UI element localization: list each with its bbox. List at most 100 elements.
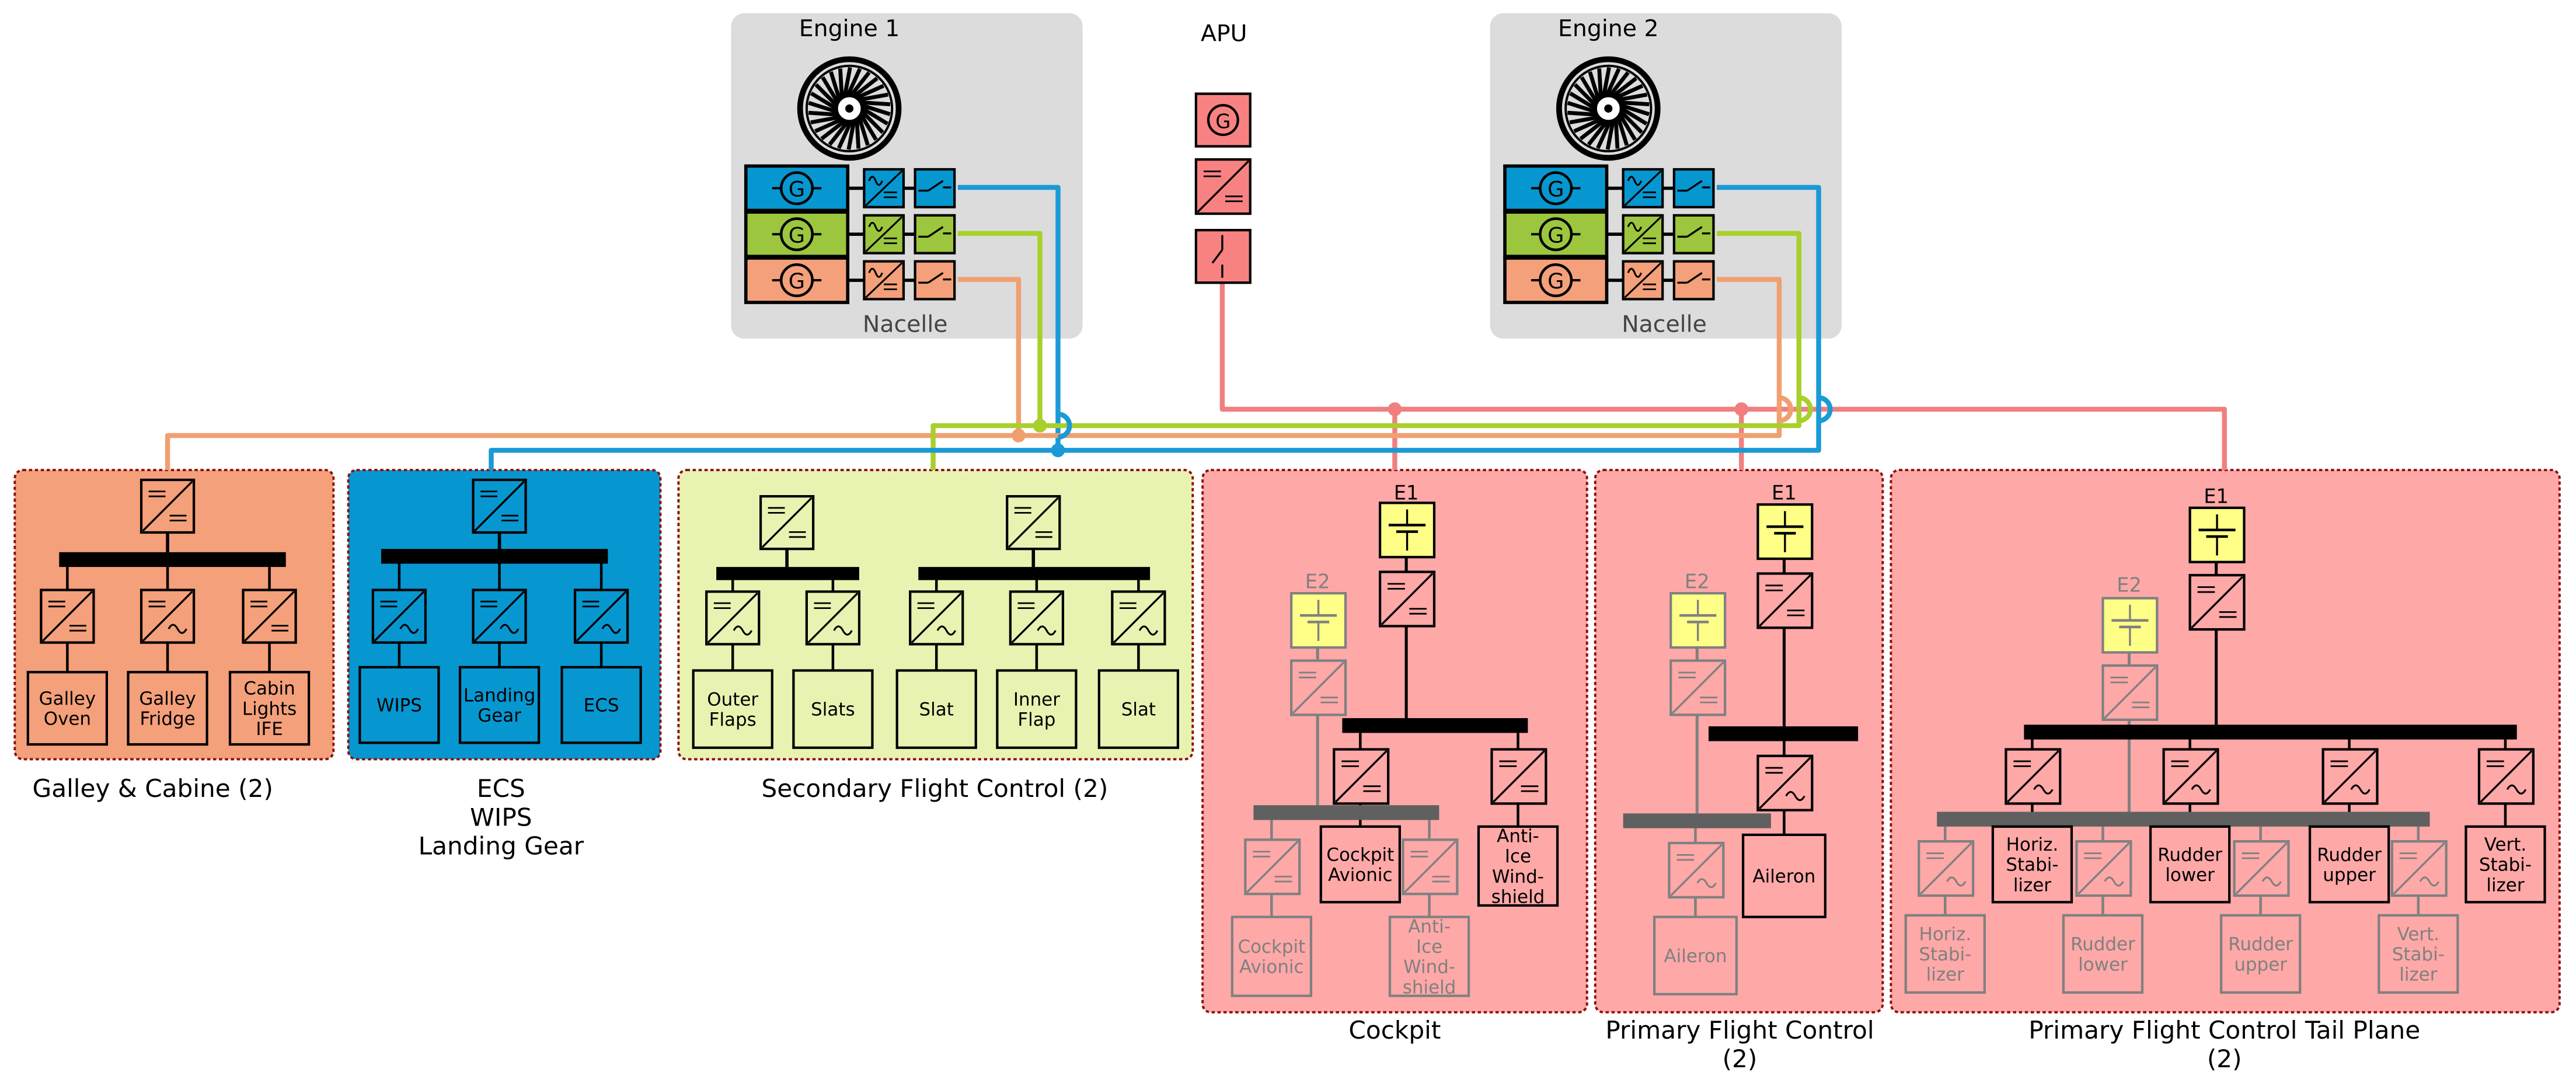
generator-letter: G <box>1547 176 1564 201</box>
converter-diagonal <box>761 497 813 548</box>
tail-e1-battery <box>2188 506 2246 563</box>
wire-hop <box>1779 395 1793 423</box>
converter-box <box>2477 748 2535 805</box>
load-frame <box>26 671 109 746</box>
fan-blade <box>1605 68 1621 96</box>
converter-box <box>472 478 527 534</box>
fan-blade <box>1597 68 1603 98</box>
tail-load <box>2465 825 2546 904</box>
system-caption: Cockpit <box>1348 1016 1441 1044</box>
secondary-load-line: Flap <box>1017 709 1055 730</box>
load-frame <box>792 669 874 749</box>
converter-box <box>2233 840 2290 897</box>
ecs-load-line: Gear <box>477 705 521 726</box>
cockpit-e1-label: E1 <box>1394 482 1419 504</box>
ac-symbol <box>1785 791 1805 802</box>
ecs-bus-bar <box>381 549 608 564</box>
dc-ac-converter <box>472 588 527 644</box>
load-frame <box>2149 825 2231 904</box>
tail-load <box>2308 825 2390 904</box>
fan-blade <box>1567 100 1597 114</box>
cockpit-load-line: Ice <box>1505 846 1531 867</box>
engine2-orange-feeder <box>1018 277 1782 438</box>
breaker-switch <box>928 180 944 192</box>
fan-blade <box>1618 92 1648 102</box>
ac-symbol <box>1037 625 1057 636</box>
cockpit-load-line: Anti- <box>1497 826 1539 847</box>
fan-blade <box>1580 76 1599 104</box>
primary-e2-label: E2 <box>1685 570 1710 593</box>
cockpit-backup-load-line: Wind- <box>1403 957 1455 978</box>
cockpit-bus-bar <box>1342 718 1528 733</box>
converter-box <box>1490 748 1547 805</box>
load-frame <box>2219 914 2302 994</box>
galley-load-line: Galley <box>39 688 96 709</box>
breaker-switch <box>928 226 944 238</box>
generator-letter: G <box>1215 110 1231 133</box>
load-frame <box>895 669 977 749</box>
fan-blade <box>846 120 856 150</box>
fan-blade <box>1596 120 1612 149</box>
fan-blade <box>1588 71 1601 100</box>
engine1-channel-blue: G <box>744 164 956 213</box>
galley-panel <box>13 469 335 761</box>
converter-diagonal <box>911 592 962 643</box>
converter-diagonal <box>2104 666 2156 719</box>
wires-layer <box>165 184 2227 471</box>
converter-box <box>2321 748 2379 805</box>
load-frame <box>2062 914 2144 994</box>
converter-diagonal <box>1493 750 1545 803</box>
tail-backup-load-line: Stabi- <box>2392 944 2445 965</box>
fan-blade <box>810 115 840 125</box>
dc-ac-converter <box>1668 841 1725 899</box>
ecs-main-converter <box>472 478 527 534</box>
converter-diagonal <box>1011 592 1062 643</box>
engine2-channel-blue: G <box>1503 164 1715 213</box>
ac-symbol <box>1696 878 1717 889</box>
primary-e1-label: E1 <box>1772 482 1797 504</box>
converter-box <box>472 588 527 644</box>
converter-diagonal <box>1404 840 1456 893</box>
load-frame <box>1097 669 1180 749</box>
dc-ac-converter <box>573 588 629 644</box>
cockpit-backup-load-line: Anti- <box>1408 916 1451 937</box>
fan-blade <box>1608 71 1630 97</box>
generator-letter: G <box>789 269 805 294</box>
converter-box <box>2162 748 2219 805</box>
converter-box <box>759 495 815 551</box>
breaker-switch <box>1686 180 1703 192</box>
converter-box <box>2188 574 2246 631</box>
fan-blade <box>814 83 838 107</box>
ac-symbol <box>2506 784 2527 795</box>
dc-dc-converter <box>1333 748 1390 805</box>
cockpit-backup-load <box>1231 915 1313 997</box>
cockpit-backup-load <box>1388 915 1470 997</box>
fan-blade <box>1613 119 1620 149</box>
dc-dc-converter <box>1402 838 1459 896</box>
load-frame <box>2378 914 2459 994</box>
converter-diagonal <box>1113 592 1164 643</box>
ac-symbol <box>833 625 853 636</box>
rectifier-diagonal <box>1624 170 1662 207</box>
fan-blade <box>861 107 889 126</box>
load-frame <box>358 666 440 744</box>
load-frame <box>127 671 208 746</box>
fan-spinner <box>845 104 854 113</box>
dc-ac-converter <box>140 588 196 644</box>
converter-diagonal <box>2077 842 2130 895</box>
dc-ac-converter <box>2390 840 2448 897</box>
rectifier-diagonal <box>865 216 903 252</box>
engine2-nacelle-label: Nacelle <box>1622 311 1707 338</box>
converter-box <box>2005 748 2062 805</box>
fan-blade <box>828 120 849 146</box>
system-caption: Primary Flight Control <box>1605 1016 1874 1044</box>
converter-diagonal <box>1197 160 1250 213</box>
dc-ac-converter <box>2321 748 2379 805</box>
system-caption: (2) <box>1723 1044 1758 1073</box>
tail-load-line: Stabi- <box>2006 855 2058 876</box>
load-frame <box>692 669 773 749</box>
apu-title: APU <box>1201 20 1247 47</box>
converter-box <box>1378 570 1436 628</box>
cockpit-load-line: shield <box>1491 887 1545 908</box>
primary-load <box>1741 833 1826 918</box>
